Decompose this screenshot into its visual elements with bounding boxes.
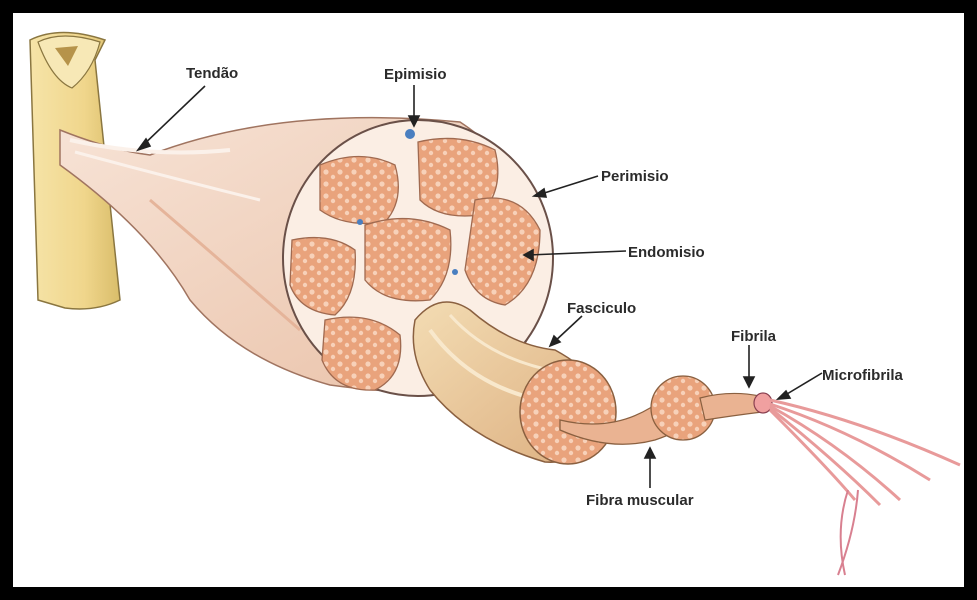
label-epimisio: Epimisio (384, 66, 447, 83)
label-tendao: Tendão (186, 65, 238, 82)
microfibrils (770, 400, 960, 575)
label-perimisio: Perimisio (601, 168, 669, 185)
label-fibrila: Fibrila (731, 328, 777, 345)
label-endomisio: Endomisio (628, 244, 705, 261)
label-fasciculo: Fasciculo (567, 300, 636, 317)
label-microfibrila: Microfibrila (822, 367, 904, 384)
label-fibra-muscular: Fibra muscular (586, 492, 694, 509)
fibril (700, 393, 772, 420)
